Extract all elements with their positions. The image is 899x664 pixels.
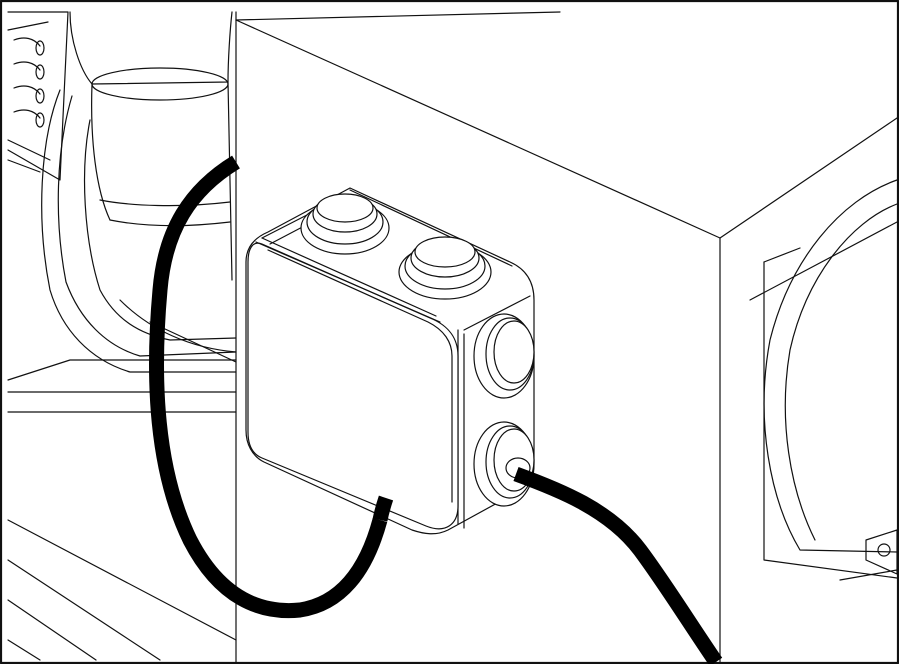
round-flange [763, 179, 898, 581]
outlet-cable [513, 466, 723, 664]
power-cable [149, 155, 388, 619]
base-frame-left [7, 359, 237, 661]
cable-gland-top-right [398, 236, 492, 300]
blower-motor [7, 11, 69, 181]
power-cable-entry [372, 495, 394, 522]
cable-gland-top-left [300, 193, 390, 255]
cable-gland-side-upper [473, 313, 535, 399]
housing-box [235, 11, 898, 663]
cable-gland-side-lower [473, 421, 535, 507]
air-duct-elbow [41, 11, 237, 373]
